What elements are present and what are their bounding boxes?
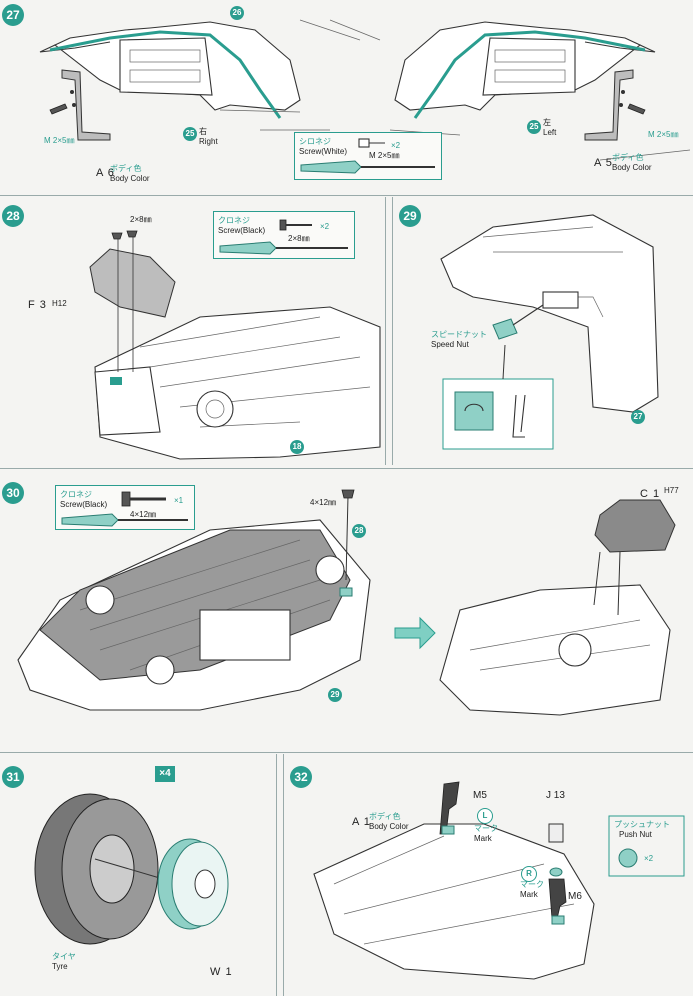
mark-en-r: Mark bbox=[520, 890, 538, 899]
body-color-en-a5: Body Color bbox=[612, 163, 652, 172]
screwbox-en: Screw(White) bbox=[299, 147, 348, 156]
body-color-jp-a1: ボディ色 bbox=[369, 812, 401, 821]
screw-box-white: シロネジ Screw(White) M 2×5㎜ ×2 bbox=[294, 132, 442, 180]
step-28-illustration bbox=[89, 230, 381, 460]
step-number-32: 32 bbox=[290, 766, 312, 788]
screwbox-qty: ×2 bbox=[391, 141, 401, 150]
push-nut-qty: ×2 bbox=[644, 854, 654, 863]
side-label-jp-right: 右 bbox=[199, 127, 207, 136]
screwdriver-icon bbox=[61, 491, 188, 527]
body-color-jp-a5: ボディ色 bbox=[612, 153, 644, 162]
step-29-panel: 29 スピードナット Speed Nut 27 bbox=[392, 197, 693, 465]
screw-box-black: クロネジ Screw(Black) 2×8㎜ ×2 bbox=[213, 211, 355, 259]
push-nut-jp: プッシュナット bbox=[614, 820, 670, 829]
screw-size-right: M 2×5㎜ bbox=[648, 130, 679, 139]
step-number-30: 30 bbox=[2, 482, 24, 504]
callout-part-25-left: 25 bbox=[183, 127, 197, 141]
tyre-jp: タイヤ bbox=[52, 952, 76, 961]
step-27-illustration bbox=[39, 19, 691, 161]
step-number-27: 27 bbox=[2, 4, 24, 26]
side-label-en-left: Left bbox=[543, 128, 557, 137]
body-color-en-a6: Body Color bbox=[110, 174, 150, 183]
step-31-illustration bbox=[34, 793, 229, 945]
part-label-f3: F 3 bbox=[28, 299, 47, 311]
screwbox-en: Screw(Black) bbox=[60, 500, 108, 509]
step-30-panel: 30 クロネジ Screw(Black) 4×12㎜ ×1 4×12㎜ 28 2… bbox=[0, 470, 693, 750]
part-suffix-h77: H77 bbox=[664, 486, 679, 495]
step-30-illustration bbox=[17, 489, 676, 716]
mark-jp-r: マーク bbox=[520, 880, 544, 889]
speed-nut-jp: スピードナット bbox=[431, 330, 487, 339]
screw-box-black-30: クロネジ Screw(Black) 4×12㎜ ×1 bbox=[55, 485, 195, 530]
step-27-panel: 27 26 25 右 Right M 2×5㎜ A 6 ボディ色 Body Co… bbox=[0, 0, 693, 195]
screwbox-en: Screw(Black) bbox=[218, 226, 266, 235]
mark-en-l: Mark bbox=[474, 834, 492, 843]
callout-part-25-right: 25 bbox=[527, 120, 541, 134]
screwbox-jp: クロネジ bbox=[218, 216, 250, 225]
part-suffix-h12: H12 bbox=[52, 299, 67, 308]
screwdriver-icon bbox=[219, 219, 348, 255]
side-label-en-right: Right bbox=[199, 137, 218, 146]
qty-badge: ×4 bbox=[155, 766, 175, 782]
callout-part-26: 26 bbox=[230, 6, 244, 20]
screwbox-size: 2×8㎜ bbox=[288, 234, 310, 243]
speed-nut-en: Speed Nut bbox=[431, 340, 469, 349]
part-label-w1: W 1 bbox=[210, 966, 233, 978]
screwdriver-icon bbox=[300, 138, 435, 174]
callout-part-27: 27 bbox=[631, 410, 645, 424]
step-32-illustration bbox=[313, 781, 685, 980]
screwbox-jp: クロネジ bbox=[60, 490, 92, 499]
step-29-illustration bbox=[440, 214, 659, 450]
mark-jp-l: マーク bbox=[474, 824, 498, 833]
divider bbox=[0, 195, 693, 196]
step-number-28: 28 bbox=[2, 205, 24, 227]
screwbox-size: 4×12㎜ bbox=[130, 510, 157, 519]
part-label-a1: A 1 bbox=[352, 816, 371, 828]
divider bbox=[0, 752, 693, 753]
push-nut-en: Push Nut bbox=[619, 830, 652, 839]
part-label-m6: M6 bbox=[568, 891, 582, 902]
screwbox-size: M 2×5㎜ bbox=[369, 151, 400, 160]
screwbox-jp: シロネジ bbox=[299, 137, 331, 146]
mark-l-circle: L bbox=[477, 808, 493, 824]
part-label-a6: A 6 bbox=[96, 167, 115, 179]
tyre-en: Tyre bbox=[52, 962, 68, 971]
body-color-jp-a6: ボディ色 bbox=[110, 164, 142, 173]
part-label-m5: M5 bbox=[473, 790, 487, 801]
screwbox-qty: ×1 bbox=[174, 496, 184, 505]
step-32-panel: 32 A 1 ボディ色 Body Color M5 L マーク Mark J 1… bbox=[283, 754, 693, 996]
screw-size-left: M 2×5㎜ bbox=[44, 136, 75, 145]
side-label-jp-left: 左 bbox=[543, 118, 551, 127]
screwbox-qty: ×2 bbox=[320, 222, 330, 231]
step-31-panel: 31 ×4 タイヤ Tyre W 1 bbox=[0, 754, 277, 996]
part-label-c1: C 1 bbox=[640, 488, 661, 500]
step-28-panel: 28 2×8㎜ F 3 H12 18 クロネジ Screw(Black) 2×8… bbox=[0, 197, 386, 465]
step-number-29: 29 bbox=[399, 205, 421, 227]
part-label-j13: J 13 bbox=[546, 790, 565, 801]
callout-part-28: 28 bbox=[352, 524, 366, 538]
callout-part-18: 18 bbox=[290, 440, 304, 454]
divider bbox=[0, 468, 693, 469]
step-number-31: 31 bbox=[2, 766, 24, 788]
mark-r-circle: R bbox=[521, 866, 537, 882]
body-color-en-a1: Body Color bbox=[369, 822, 409, 831]
screw-size-2x8: 2×8㎜ bbox=[130, 215, 152, 224]
part-label-a5: A 5 bbox=[594, 157, 613, 169]
screw-size-4x12: 4×12㎜ bbox=[310, 498, 337, 507]
callout-part-29: 29 bbox=[328, 688, 342, 702]
